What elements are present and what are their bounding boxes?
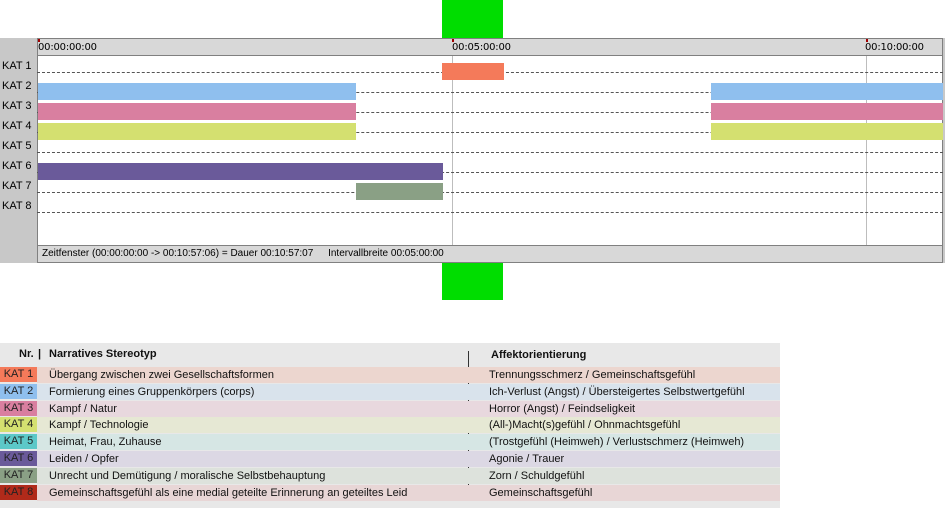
stereotype-text: Kampf / Technologie (49, 419, 149, 432)
time-guide-line (452, 56, 453, 245)
segment-kat1[interactable] (442, 63, 504, 80)
segment-kat3[interactable] (38, 103, 356, 120)
segment-kat2[interactable] (38, 83, 356, 100)
ruler-tick-mark (866, 39, 868, 42)
legend-row: KAT 1 Übergang zwischen zwei Gesellschaft… (0, 367, 780, 383)
stereotype-text: Heimat, Frau, Zuhause (49, 436, 162, 449)
segment-kat6[interactable] (38, 163, 443, 180)
category-badge: KAT 5 (0, 434, 37, 450)
segment-kat3[interactable] (711, 103, 943, 120)
category-badge: KAT 6 (0, 451, 37, 466)
row-separator (37, 192, 943, 193)
legend-row: KAT 3 Kampf / Natur Horror (Angst) / Feind… (0, 400, 780, 417)
category-badge: KAT 2 (0, 383, 37, 399)
ruler-tick-mark (452, 39, 454, 42)
row-label-kat5: KAT 5 (2, 140, 32, 152)
stereotype-text: Unrecht und Demütigung / moralische Selb… (49, 469, 326, 482)
row-label-kat6: KAT 6 (2, 160, 32, 172)
time-guide-line (866, 56, 867, 245)
affect-text: Horror (Angst) / Feindseligkeit (489, 402, 636, 415)
time-window-text: Zeitfenster (00:00:00:00 -> 00:10:57:06)… (42, 248, 314, 259)
interval-text: Intervallbreite 00:05:00:00 (328, 248, 444, 259)
row-label-kat7: KAT 7 (2, 180, 32, 192)
timeline-panel: 00:00:00:00 00:05:00:00 00:10:00:00 KAT … (0, 38, 945, 263)
row-separator (37, 132, 943, 133)
legend-header-nr-bar: | (38, 348, 42, 360)
segment-kat2[interactable] (711, 83, 943, 100)
segment-kat7[interactable] (356, 183, 443, 200)
status-bar: Zeitfenster (00:00:00:00 -> 00:10:57:06)… (37, 245, 943, 263)
stereotype-text: Leiden / Opfer (49, 453, 119, 465)
affect-text: Ich-Verlust (Angst) / Übersteigertes Sel… (489, 385, 745, 398)
segment-kat4[interactable] (38, 123, 356, 140)
legend-header-nr: Nr. (19, 348, 34, 360)
stereotype-text: Formierung eines Gruppenkörpers (corps) (49, 385, 255, 398)
row-separator (37, 172, 943, 173)
stereotype-text: Kampf / Natur (49, 402, 117, 415)
affect-text: Zorn / Schuldgefühl (489, 469, 585, 482)
category-badge: KAT 7 (0, 467, 37, 483)
row-separator (37, 112, 943, 113)
legend-row: KAT 6 Leiden / Opfer Agonie / Trauer (0, 451, 780, 467)
legend-row: KAT 5 Heimat, Frau, Zuhause (Trostgefühl (… (0, 434, 780, 451)
selection-marker-top (442, 0, 503, 38)
legend-row: KAT 8 Gemeinschaftsgefühl als eine medial… (0, 484, 780, 501)
ruler-tick-label: 00:05:00:00 (452, 42, 511, 53)
row-label-kat8: KAT 8 (2, 200, 32, 212)
legend-header-stereotype: Narratives Stereotyp (49, 348, 157, 360)
category-badge: KAT 8 (0, 484, 37, 500)
row-label-kat4: KAT 4 (2, 120, 32, 132)
legend-row: KAT 2 Formierung eines Gruppenkörpers (co… (0, 383, 780, 400)
legend-header-affect: Affektorientierung (491, 349, 587, 361)
affect-text: Gemeinschaftsgefühl (489, 486, 593, 499)
legend-row: KAT 4 Kampf / Technologie (All-)Macht(s)ge… (0, 417, 780, 434)
row-separator (37, 92, 943, 93)
affect-text: Trennungsschmerz / Gemeinschaftsgefühl (489, 369, 696, 381)
category-badge: KAT 3 (0, 400, 37, 416)
affect-text: (Trostgefühl (Heimweh) / Verlustschmerz … (489, 436, 745, 449)
row-label-kat1: KAT 1 (2, 60, 32, 72)
ruler-tick-label: 00:00:00:00 (38, 42, 97, 53)
category-badge: KAT 4 (0, 417, 37, 433)
affect-text: Agonie / Trauer (489, 453, 565, 465)
stereotype-text: Gemeinschaftsgefühl als eine medial gete… (49, 486, 408, 499)
stereotype-text: Übergang zwischen zwei Gesellschaftsform… (49, 369, 274, 381)
selection-marker-bottom (442, 263, 503, 300)
legend-row: KAT 7 Unrecht und Demütigung / moralische… (0, 467, 780, 484)
segment-kat4[interactable] (711, 123, 943, 140)
row-separator (37, 152, 943, 153)
time-ruler[interactable]: 00:00:00:00 00:05:00:00 00:10:00:00 (37, 38, 943, 56)
ruler-tick-mark (38, 39, 40, 42)
ruler-tick-label: 00:10:00:00 (865, 42, 924, 53)
affect-text: (All-)Macht(s)gefühl / Ohnmachtsgefühl (489, 419, 681, 432)
row-separator (37, 212, 943, 213)
row-label-kat3: KAT 3 (2, 100, 32, 112)
category-badge: KAT 1 (0, 367, 37, 382)
legend-table: Nr. | Narratives Stereotyp Affektorienti… (0, 343, 780, 508)
row-label-kat2: KAT 2 (2, 80, 32, 92)
